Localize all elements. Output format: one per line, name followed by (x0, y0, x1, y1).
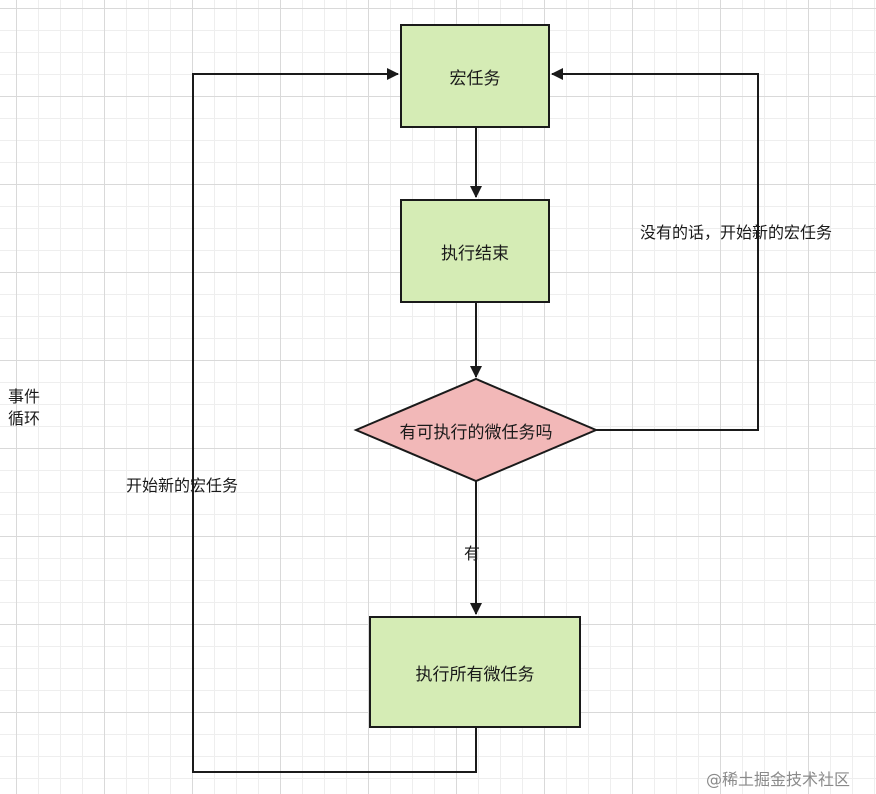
exec-end-box: 执行结束 (400, 199, 550, 303)
exec-all-micro-box: 执行所有微任务 (369, 616, 581, 728)
decision-label: 有可执行的微任务吗 (399, 423, 553, 443)
exec-all-micro-label: 执行所有微任务 (415, 664, 535, 685)
event-loop-side-label: 事件循环 (8, 387, 41, 428)
loop-back-label: 开始新的宏任务 (126, 476, 239, 495)
macro-task-box: 宏任务 (400, 24, 550, 128)
exec-end-label: 执行结束 (441, 243, 509, 264)
no-branch-label: 没有的话，开始新的宏任务 (640, 223, 833, 242)
arrow-no-loop-to-macro (551, 68, 759, 431)
yes-branch-label: 有 (464, 544, 481, 563)
watermark: @稀土掘金技术社区 (706, 770, 851, 789)
macro-task-label: 宏任务 (449, 68, 501, 89)
arrow-loop-back-to-macro (192, 68, 477, 773)
